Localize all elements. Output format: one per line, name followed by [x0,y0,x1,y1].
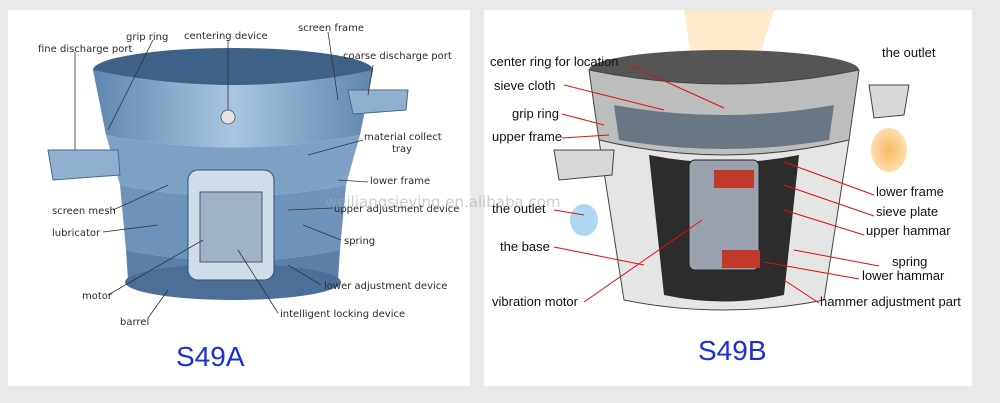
label-center-ring: center ring for location [490,54,619,69]
motor-rotor [199,191,263,263]
label-the-outlet-left: the outlet [492,201,546,216]
label-barrel: barrel [120,317,149,328]
label-grip-ring-b: grip ring [512,106,559,121]
label-spring-b: spring [892,254,927,269]
barrel-base [125,264,341,300]
model-title-s49a: S49A [176,341,245,372]
top-rim [93,48,373,92]
outlet-left-shape [553,149,615,181]
label-vibration-motor: vibration motor [492,294,579,309]
panel-s49a: fine discharge port grip ring centering … [8,10,470,386]
panel-s49b: center ring for location sieve cloth gri… [484,10,972,386]
coarse-discharge-port-shape [347,89,409,115]
leader-lines [74,31,374,319]
label-lower-frame: lower frame [370,176,430,187]
label-lubricator: lubricator [52,228,101,239]
fine-discharge-port-shape [47,149,121,181]
label-lower-hammar: lower hammar [862,268,945,283]
label-screen-mesh: screen mesh [52,206,116,217]
lower-hammar-shape [722,250,760,268]
label-lower-frame-b: lower frame [876,184,944,199]
label-coarse-discharge-port: coarse discharge port [343,51,452,62]
label-spring: spring [344,236,375,247]
label-centering-device: centering device [184,31,268,42]
s49a-diagram: fine discharge port grip ring centering … [38,23,459,372]
centering-device-shape [220,109,236,125]
outlet-top-shape [868,84,910,119]
label-sieve-cloth: sieve cloth [494,78,555,93]
label-fine-discharge-port: fine discharge port [38,44,132,55]
label-material-collect-tray: material collect [364,132,442,143]
label-hammer-adjustment-part: hammer adjustment part [820,294,961,309]
model-title-s49b: S49B [698,335,767,366]
label-grip-ring: grip ring [126,32,168,43]
label-sieve-plate: sieve plate [876,204,938,219]
outlet-particles-orange [871,128,907,172]
leader-lines-b [553,64,880,304]
label-intelligent-locking-device: intelligent locking device [280,309,405,320]
label-upper-hammar: upper hammar [866,223,951,238]
label-material-collect-tray-2: tray [392,144,412,155]
label-the-base: the base [500,239,550,254]
label-upper-adjustment-device: upper adjustment device [334,204,459,215]
label-screen-frame: screen frame [298,23,364,34]
label-motor: motor [82,291,113,302]
upper-hammar-shape [714,170,754,188]
sieve-cloth-b [614,105,834,149]
screen-frame-shape [93,70,373,148]
label-the-outlet-top: the outlet [882,45,936,60]
s49b-diagram: center ring for location sieve cloth gri… [490,10,961,366]
outlet-particles-blue [570,204,598,236]
lower-frame-shape [106,135,360,197]
label-lower-adjustment-device: lower adjustment device [324,281,447,292]
label-upper-frame: upper frame [492,129,562,144]
